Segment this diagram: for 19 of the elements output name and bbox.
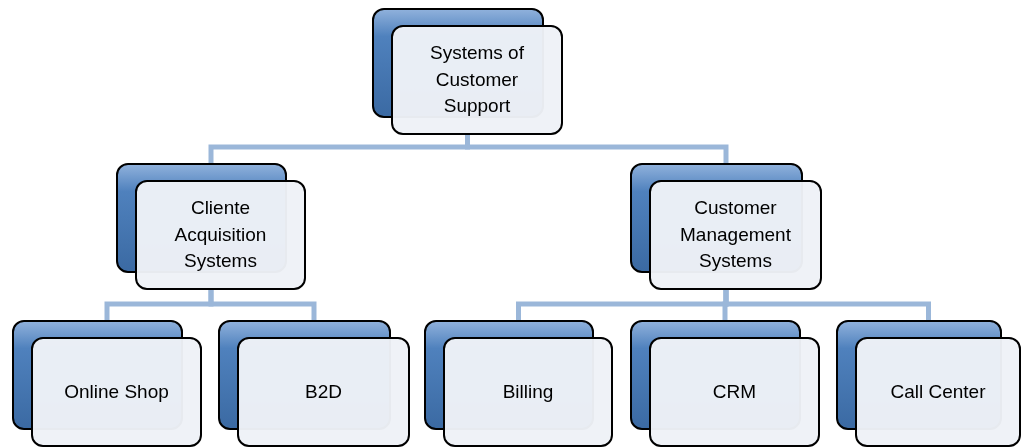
connector-line	[723, 290, 931, 320]
stacked-box-node	[372, 8, 563, 135]
stacked-box-node	[116, 163, 306, 290]
stacked-box-node	[424, 320, 613, 447]
node-label: Billing	[501, 379, 555, 404]
stacked-box-node	[218, 320, 410, 447]
stacked-box-node	[836, 320, 1021, 447]
node-label: Systems of Customer Support	[429, 41, 525, 119]
node-label: Call Center	[889, 379, 987, 404]
connector-line	[208, 290, 317, 320]
node-label: Cliente Acquisition Systems	[173, 196, 268, 274]
stacked-box-node	[630, 320, 820, 447]
node-label: CRM	[711, 379, 758, 404]
connector-line	[465, 135, 729, 163]
stacked-box-node	[630, 163, 822, 290]
node-label: B2D	[304, 379, 343, 404]
node-label: Customer Management Systems	[679, 196, 792, 274]
node-label: Online Shop	[63, 379, 170, 404]
stacked-box-node	[12, 320, 202, 447]
